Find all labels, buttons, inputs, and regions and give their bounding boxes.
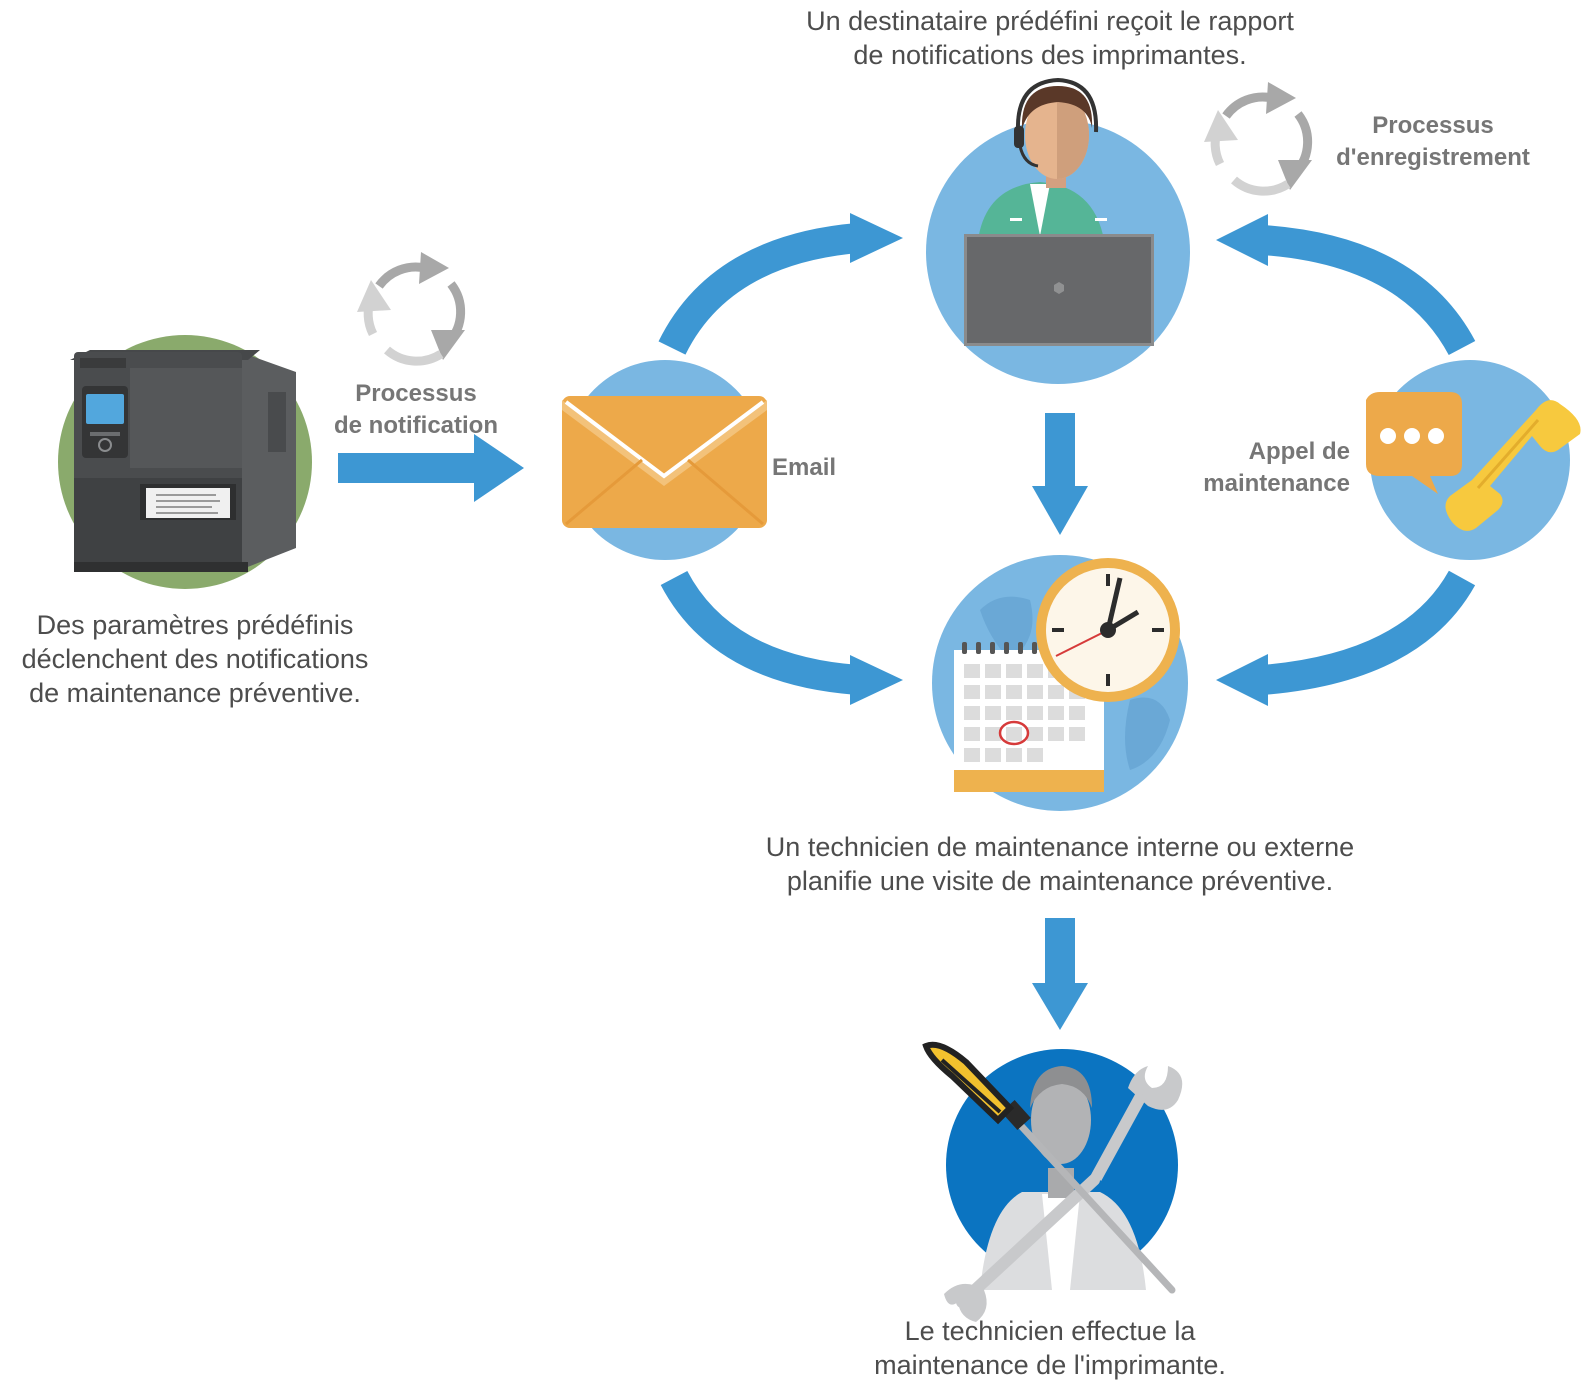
technician-tools-icon (922, 1041, 1183, 1322)
arrow-call-to-recipient (1216, 214, 1476, 356)
headset-operator-laptop-icon (926, 77, 1190, 384)
email-label: Email (772, 454, 837, 481)
arrow-printer-to-email (338, 434, 524, 502)
phone-chat-bubble-icon (1366, 360, 1581, 560)
arrow-email-to-recipient (658, 213, 903, 355)
schedule-caption: Un technicien de maintenance interne ou … (765, 832, 1355, 896)
arrow-email-to-schedule (660, 570, 903, 705)
refresh-cycle-icon (357, 252, 465, 361)
technician-caption: Le technicien effectue la maintenance de… (874, 1316, 1226, 1380)
printer-caption: Des paramètres prédéfinis déclenchent de… (21, 610, 369, 708)
recipient-caption: Un destinataire prédéfini reçoit le rapp… (806, 6, 1294, 70)
notification-process-label: Processus de notification (334, 380, 498, 439)
refresh-cycle-icon (1204, 82, 1312, 191)
envelope-icon (562, 360, 767, 560)
arrow-recipient-to-schedule (1032, 413, 1088, 535)
printer-icon (58, 335, 312, 589)
maintenance-call-label: Appel de maintenance (1203, 438, 1350, 497)
arrow-schedule-to-technician (1032, 918, 1088, 1030)
calendar-clock-icon (932, 555, 1188, 811)
registration-process-label: Processus d'enregistrement (1336, 112, 1530, 171)
arrow-call-to-schedule (1216, 570, 1476, 706)
